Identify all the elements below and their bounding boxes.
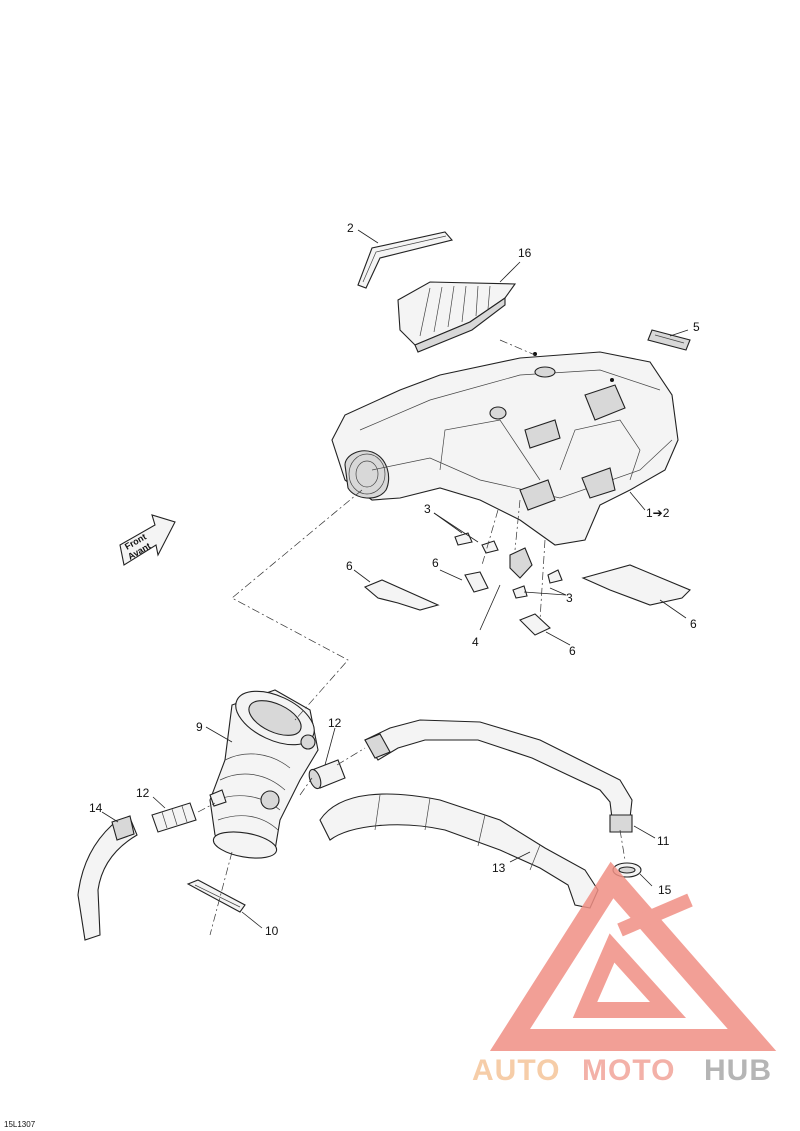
watermark-moto: MOTO [582, 1054, 675, 1087]
callout-3-upper: 3 [424, 502, 431, 516]
part-grommets [454, 532, 563, 599]
callout-4: 4 [472, 635, 479, 649]
part-gasket [186, 879, 246, 913]
triangle-logo-icon [489, 861, 777, 1051]
callout-6-right: 6 [690, 617, 697, 631]
part-fittings [151, 759, 346, 833]
reference-code: 15L1307 [4, 1120, 36, 1129]
part-intake-boot [209, 689, 319, 859]
front-direction-arrow: Front Avant [119, 514, 176, 566]
assembly-lines [197, 339, 626, 936]
callout-10: 10 [265, 924, 279, 938]
part-hose-small [77, 815, 138, 941]
callout-15: 15 [658, 883, 672, 897]
callout-16: 16 [518, 246, 532, 260]
callout-13: 13 [492, 861, 506, 875]
part-large-hose [319, 793, 599, 909]
callout-11: 11 [657, 834, 670, 848]
part-label [647, 329, 691, 351]
part-air-filter [397, 281, 517, 353]
callout-6-left: 6 [346, 559, 353, 573]
callout-6-bottom: 6 [569, 644, 576, 658]
callout-12-left: 12 [136, 786, 150, 800]
part-seal-strip [357, 231, 454, 289]
leader-lines [101, 229, 689, 929]
callout-numbers: 2 16 5 1➔2 3 3 6 6 6 6 4 9 12 12 14 11 1… [89, 221, 700, 938]
watermark-hub: HUB [704, 1054, 772, 1087]
callout-2: 2 [347, 221, 354, 235]
part-airbox-housing [331, 351, 679, 546]
callout-6-mid: 6 [432, 556, 439, 570]
callout-3-lower: 3 [566, 591, 573, 605]
callout-5: 5 [693, 320, 700, 334]
callout-1-to-2: 1➔2 [646, 506, 670, 520]
watermark-auto: AUTO [472, 1054, 560, 1087]
callout-9: 9 [196, 720, 203, 734]
callout-12-right: 12 [328, 716, 342, 730]
part-vent-hose [364, 719, 633, 833]
callout-14: 14 [89, 801, 103, 815]
watermark-logo: AUTO MOTO HUB [472, 861, 777, 1087]
part-foam-pads [363, 564, 691, 636]
